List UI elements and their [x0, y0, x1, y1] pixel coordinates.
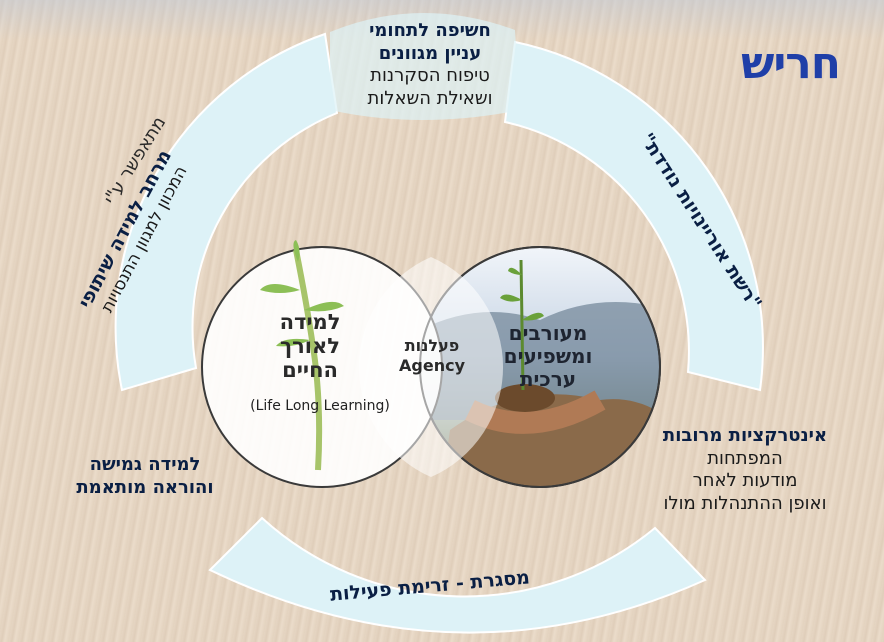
overlap-english: Agency	[399, 356, 465, 375]
right-circle-text: מעורבים ומשפיעים ערכית	[478, 322, 618, 391]
outer-ring	[114, 12, 764, 634]
arc-right	[503, 40, 764, 392]
left-circle-line-2: לאורך	[280, 334, 340, 359]
left-circle-line-1: למידה	[279, 310, 341, 334]
right-circle-line-3: ערכית	[519, 367, 577, 391]
left-circle-text: למידה לאורך החיים	[250, 310, 370, 382]
bottom-left-line-1: למידה גמישה	[89, 454, 201, 475]
top-line-4: ושאילת השאלות	[367, 87, 493, 109]
bottom-left-text: למידה גמישה והוראה מותאמת	[45, 454, 245, 499]
bottom-right-line-1: אינטרקציות מרובות	[662, 425, 828, 446]
top-bubble	[330, 12, 520, 120]
left-circle-line-3: החיים	[282, 358, 338, 383]
top-line-2: עניין מגוונים	[378, 42, 482, 64]
bottom-left-line-2: והוראה מותאמת	[76, 476, 214, 498]
overlap-hebrew: פעלנות	[404, 336, 460, 355]
bottom-right-line-3: מודעות לאחר	[692, 470, 798, 491]
bottom-right-line-4: ואופן ההתנהלות מולו	[663, 492, 827, 514]
overlap-text: פעלנות Agency	[391, 336, 473, 376]
arc-bottom	[208, 516, 707, 634]
top-text-block: חשיפה לתחומי עניין מגוונים טיפוח הסקרנות…	[330, 20, 530, 110]
arc-left	[114, 32, 339, 392]
left-circle-english: (Life Long Learning)	[250, 398, 390, 414]
right-circle-line-2: ומשפיעים	[503, 344, 593, 368]
top-line-3: טיפוח הסקרנות	[370, 65, 490, 86]
right-circle-line-1: מעורבים	[508, 321, 588, 345]
page-title: חריש	[740, 38, 841, 89]
overlap-lens	[358, 257, 504, 477]
top-line-1: חשיפה לתחומי	[369, 20, 491, 41]
bottom-right-text: אינטרקציות מרובות המפתחות מודעות לאחר וא…	[630, 425, 860, 515]
bottom-right-line-2: המפתחות	[707, 447, 783, 469]
